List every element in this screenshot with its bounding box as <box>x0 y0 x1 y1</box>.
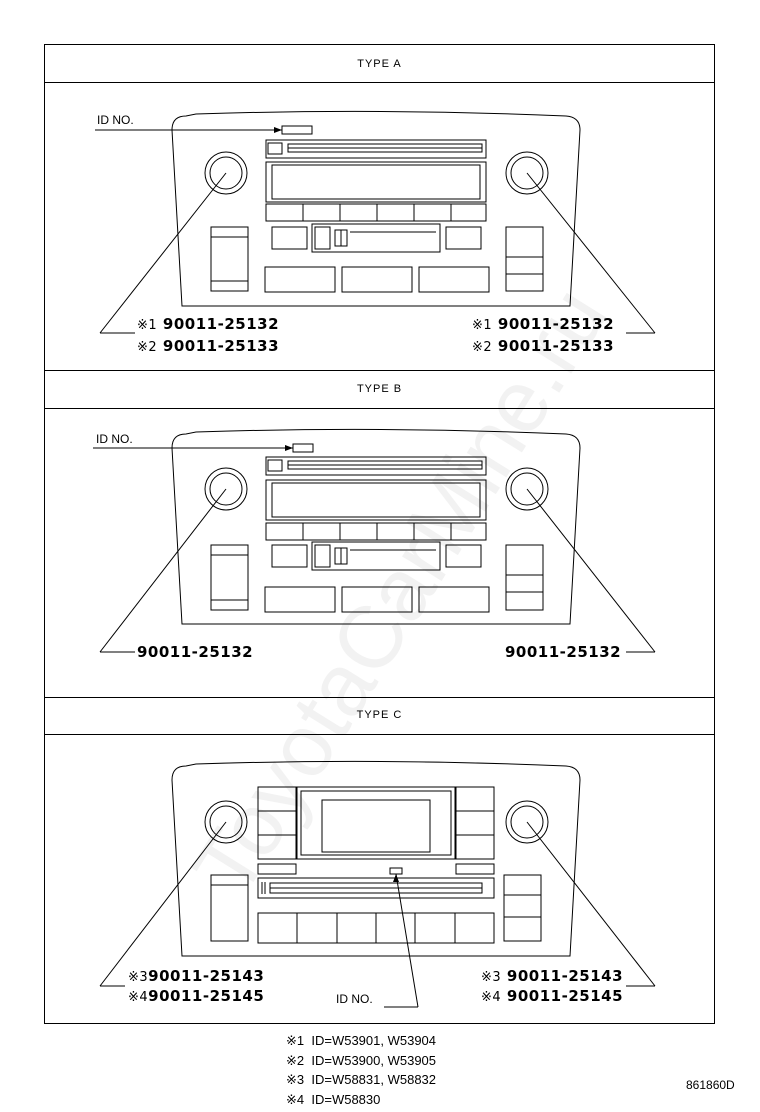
footnote-legend: ※1 ID=W53901, W53904 ※2 ID=W53900, W5390… <box>286 1031 436 1109</box>
part-number-label: 90011-25132 <box>505 643 622 661</box>
diagram-code: 861860D <box>686 1078 735 1092</box>
section-c-top-rule <box>44 697 715 698</box>
part-number-label: 90011-25132 <box>137 643 254 661</box>
part-number-label: ※4 90011-25145 <box>481 987 624 1005</box>
part-number-label: ※3 90011-25143 <box>481 967 624 985</box>
section-c-title: TYPE C <box>356 709 403 721</box>
section-b-top-rule <box>44 370 715 371</box>
section-b-title-rule <box>44 408 715 409</box>
id-no-label: ID NO. <box>96 432 133 446</box>
section-b-title: TYPE B <box>356 383 403 395</box>
legend-row: ※3 ID=W58831, W58832 <box>286 1072 437 1087</box>
radio-type-c <box>99 760 656 1008</box>
part-number-label: ※390011-25143 <box>128 967 265 985</box>
radio-type-b <box>93 428 656 653</box>
part-number-label: ※1 90011-25132 <box>137 315 280 333</box>
legend-row: ※4 ID=W58830 <box>286 1091 381 1107</box>
section-a-title-rule <box>44 82 715 83</box>
diagram-frame <box>44 44 715 1024</box>
part-number-label: ※2 90011-25133 <box>472 337 615 355</box>
section-c-title-rule <box>44 734 715 735</box>
legend-row: ※2 ID=W53900, W53905 <box>286 1052 437 1068</box>
legend-row: ※1 ID=W53901, W53904 <box>286 1033 437 1048</box>
id-no-label: ID NO. <box>97 113 134 127</box>
radio-type-a <box>95 110 656 334</box>
id-no-label: ID NO. <box>336 992 373 1006</box>
part-number-label: ※2 90011-25133 <box>137 337 280 355</box>
part-number-label: ※490011-25145 <box>128 987 265 1005</box>
section-a-title: TYPE A <box>357 58 402 70</box>
part-number-label: ※1 90011-25132 <box>472 315 615 333</box>
